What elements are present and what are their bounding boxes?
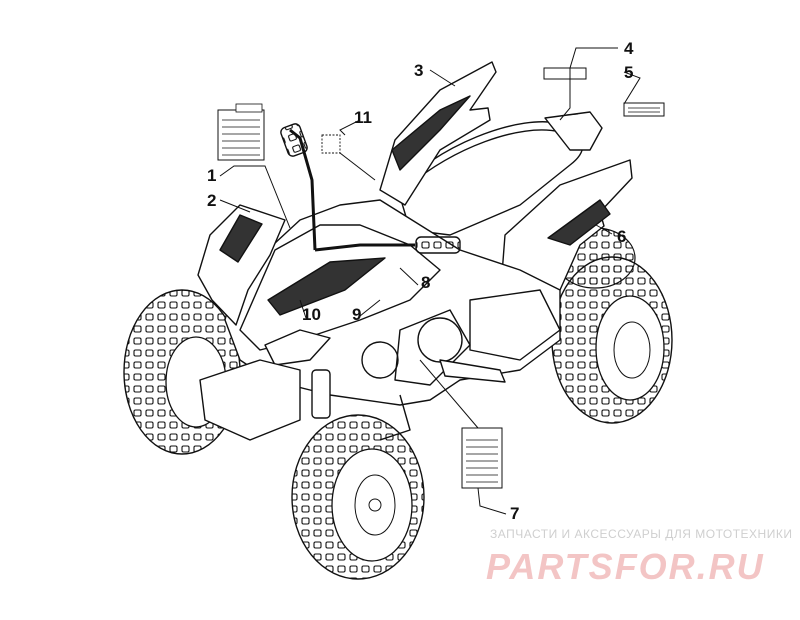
callout-9: 9	[352, 305, 362, 324]
warning-decal-7	[461, 427, 503, 489]
callout-10: 10	[302, 305, 321, 324]
callout-5: 5	[624, 63, 634, 82]
warning-decal-5	[623, 102, 665, 117]
callout-6: 6	[617, 227, 627, 246]
front-right-wheel	[291, 414, 425, 580]
rear-right-wheel	[551, 256, 673, 424]
leader-lines	[219, 47, 641, 515]
callout-4: 4	[624, 39, 634, 58]
callout-3: 3	[414, 61, 424, 80]
brand-decal-4	[543, 67, 587, 80]
warning-decal-1	[217, 103, 265, 161]
callout-8: 8	[421, 273, 431, 292]
atv-body	[197, 61, 633, 441]
watermark-tagline: ЗАПЧАСТИ И АКСЕССУАРЫ ДЛЯ МОТОТЕХНИКИ	[490, 527, 793, 541]
callout-1: 1	[207, 166, 217, 185]
callout-11: 11	[354, 108, 372, 127]
callout-7: 7	[510, 504, 520, 523]
decal-11	[321, 134, 341, 154]
watermark-brand-logo: PARTSFOR.RU	[486, 546, 765, 587]
callout-2: 2	[207, 191, 217, 210]
